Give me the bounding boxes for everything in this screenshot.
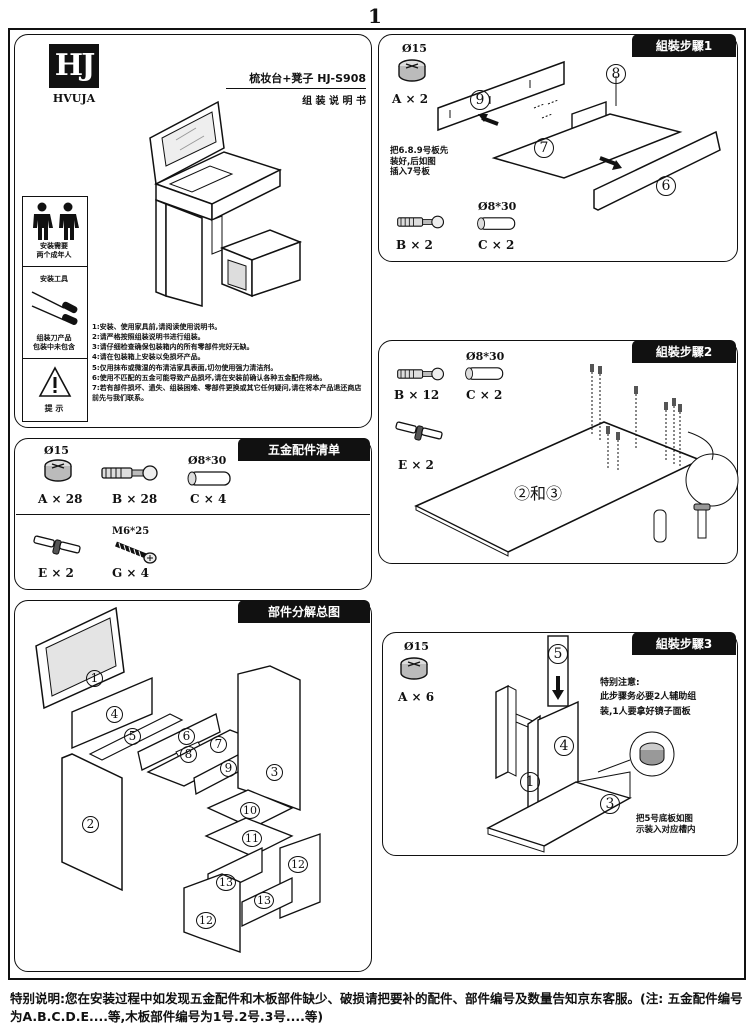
part-label: 9 — [470, 90, 490, 110]
cam-lock-icon — [398, 59, 426, 82]
screw-icon — [115, 541, 157, 564]
safety-divider-2 — [22, 358, 88, 359]
step3-a-size: Ø15 — [404, 640, 429, 653]
hw-g-size: M6*25 — [112, 526, 150, 537]
two-people-icon — [33, 202, 79, 240]
cam-bolt-icon — [397, 215, 445, 229]
part-label: 12 — [288, 856, 308, 873]
step3-a-label: A × 6 — [398, 690, 435, 704]
hw-b-label: B × 28 — [112, 492, 158, 506]
part-label: 4 — [554, 736, 574, 756]
step2-b-label: B × 12 — [394, 388, 440, 402]
note-item: 3:请仔细检查确保包装箱内的所有零部件完好无缺。 — [92, 343, 254, 352]
hardware-divider — [16, 514, 370, 515]
part-label: 7 — [210, 736, 227, 753]
product-title: 梳妆台+凳子 HJ-S908 — [226, 70, 366, 89]
safety-box — [22, 196, 88, 422]
part-label: 5 — [124, 728, 141, 745]
step2-e-label: E × 2 — [398, 458, 434, 472]
step3-title: 組裝步驟3 — [632, 632, 736, 655]
part-label: 5 — [548, 644, 568, 664]
hw-a-size: Ø15 — [44, 444, 69, 457]
cam-bolt-icon — [397, 367, 445, 381]
part-label: 3 — [266, 764, 283, 781]
part-label: 6 — [178, 728, 195, 745]
hw-c-size: Ø8*30 — [188, 454, 227, 467]
hardware-title: 五金配件清单 — [238, 438, 370, 461]
step1-c-size: Ø8*30 — [478, 200, 517, 213]
part-label: 12 — [196, 912, 216, 929]
footer-note: 特别说明:您在安装过程中如发现五金配件和木板部件缺少、破损请把要补的配件、部件编… — [10, 991, 743, 1025]
part-label: 1 — [520, 772, 540, 792]
part-label: 4 — [106, 706, 123, 723]
dowel-icon — [187, 471, 231, 486]
part-label: 6 — [656, 176, 676, 196]
note-item: 1:安装、使用家具前,请阅读使用说明书。 — [92, 323, 222, 331]
step3-attention: 特别注意: 此步骤务必要2人辅助组 装,1人要拿好镜子面板 — [600, 678, 697, 717]
step2-title: 組裝步驟2 — [632, 340, 736, 363]
safety-divider-1 — [22, 266, 88, 267]
step2-c-label: C × 2 — [466, 388, 503, 402]
part-label: 3 — [600, 794, 620, 814]
part-label: 13 — [254, 892, 274, 909]
step1-instruction: 把6.8.9号板先 装好,后如图 插入7号板 — [390, 146, 449, 178]
dowel-icon — [465, 367, 504, 380]
step1-diagram — [437, 60, 721, 211]
dowel-icon — [477, 217, 516, 230]
support-pin-icon — [395, 421, 443, 441]
warning-icon — [38, 366, 72, 397]
step1-c-label: C × 2 — [478, 238, 515, 252]
product-subtitle: 组 装 说 明 书 — [302, 96, 366, 107]
part-label: 13 — [216, 874, 236, 891]
part-label: 8 — [606, 64, 626, 84]
note-item: 5:仅用抹布或微湿的布清洁家具表面,切勿使用强力清洁剂。 — [92, 363, 278, 372]
note-item: 6:使用不匹配的五金可能导致产品损坏,请在安装前确认各种五金配件规格。 — [92, 373, 327, 382]
step2-board-label: ②和③ — [514, 484, 563, 503]
brand-name: HVUJA — [52, 92, 96, 105]
tools-title: 安装工具 — [40, 275, 68, 283]
tools-label: 组装刀产品 包装中未包含 — [33, 334, 75, 351]
part-label: 10 — [240, 802, 260, 819]
step1-title: 組裝步驟1 — [632, 34, 736, 57]
page-number: 1 — [368, 4, 382, 28]
screwdriver-icon — [31, 291, 78, 325]
cam-lock-icon — [400, 657, 428, 680]
exploded-title: 部件分解总图 — [238, 600, 370, 623]
step2-diagram — [414, 364, 739, 557]
page-frame — [8, 28, 746, 980]
cam-bolt-icon — [101, 465, 158, 481]
step1-a-size: Ø15 — [402, 42, 427, 55]
step1-a-label: A × 2 — [392, 92, 429, 106]
step2-c-size: Ø8*30 — [466, 350, 505, 363]
part-label: 11 — [242, 830, 262, 847]
part-label: 2 — [82, 816, 99, 833]
note-item: 2:请严格按照组装说明书进行组装。 — [92, 333, 205, 342]
hw-e-label: E × 2 — [38, 566, 74, 580]
step3-diagram — [486, 635, 675, 853]
exploded-part-labels: 1 4 5 6 8 7 9 3 2 10 11 12 13 12 13 — [30, 602, 360, 962]
support-pin-icon — [33, 535, 81, 555]
note-item: 4:请在包装箱上安装以免损坏产品。 — [92, 353, 205, 362]
hw-g-label: G × 4 — [112, 566, 150, 580]
brand-logo: HJ HVUJA — [40, 44, 108, 116]
part-label: 9 — [220, 760, 237, 777]
notes-list: 1:安装、使用家具前,请阅读使用说明书。 2:请严格按照组装说明书进行组装。 3… — [92, 322, 368, 403]
brand-monogram: HJ — [49, 44, 99, 88]
note-item: 7:若有部件损坏、遗失、组装困难、零部件更换或其它任何疑问,请在将本产品退还商店… — [92, 383, 362, 402]
step3-part-labels: 5 4 1 3 — [480, 632, 730, 856]
step1-b-label: B × 2 — [396, 238, 433, 252]
part-label: 1 — [86, 670, 103, 687]
warning-label: 提 示 — [44, 404, 64, 413]
part-label: 7 — [534, 138, 554, 158]
part-label: 8 — [180, 746, 197, 763]
step1-part-labels: 9 8 7 6 — [430, 50, 730, 246]
step3-instruction: 把5号底板如图 示装入对应槽内 — [636, 814, 696, 835]
cam-lock-icon — [44, 459, 72, 482]
people-label: 安装需要 两个成年人 — [36, 242, 72, 259]
hw-a-label: A × 28 — [38, 492, 83, 506]
hw-c-label: C × 4 — [190, 492, 227, 506]
vanity-illustration — [149, 100, 303, 307]
